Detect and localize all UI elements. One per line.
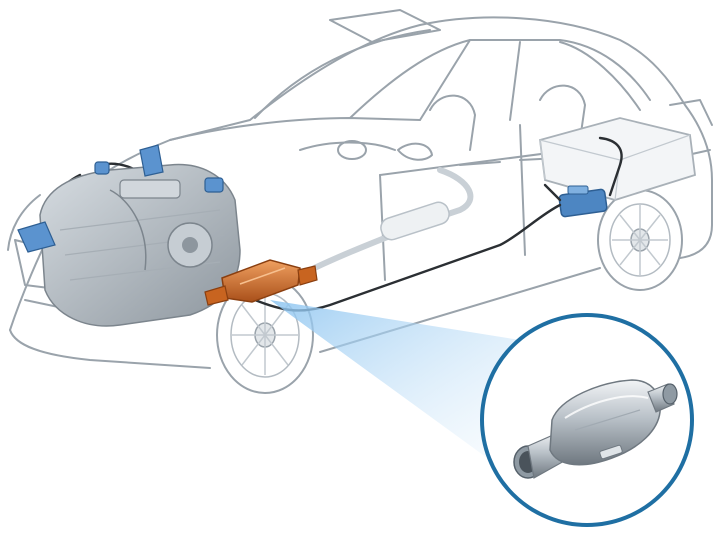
- rear-wheel: [597, 189, 683, 291]
- muffler: [380, 201, 450, 241]
- converter-detail-callout: [480, 313, 694, 527]
- converter-detail-part: [513, 379, 678, 479]
- sensor-left: [94, 161, 110, 175]
- catalytic-converter: [204, 259, 318, 306]
- sensor-right: [204, 177, 224, 193]
- fuel-pump: [558, 185, 608, 218]
- sensor-top: [139, 144, 164, 177]
- callout-beam: [270, 300, 520, 460]
- sensor-front: [17, 221, 56, 253]
- engine-block: [39, 163, 241, 327]
- fuel-tank: [539, 117, 696, 201]
